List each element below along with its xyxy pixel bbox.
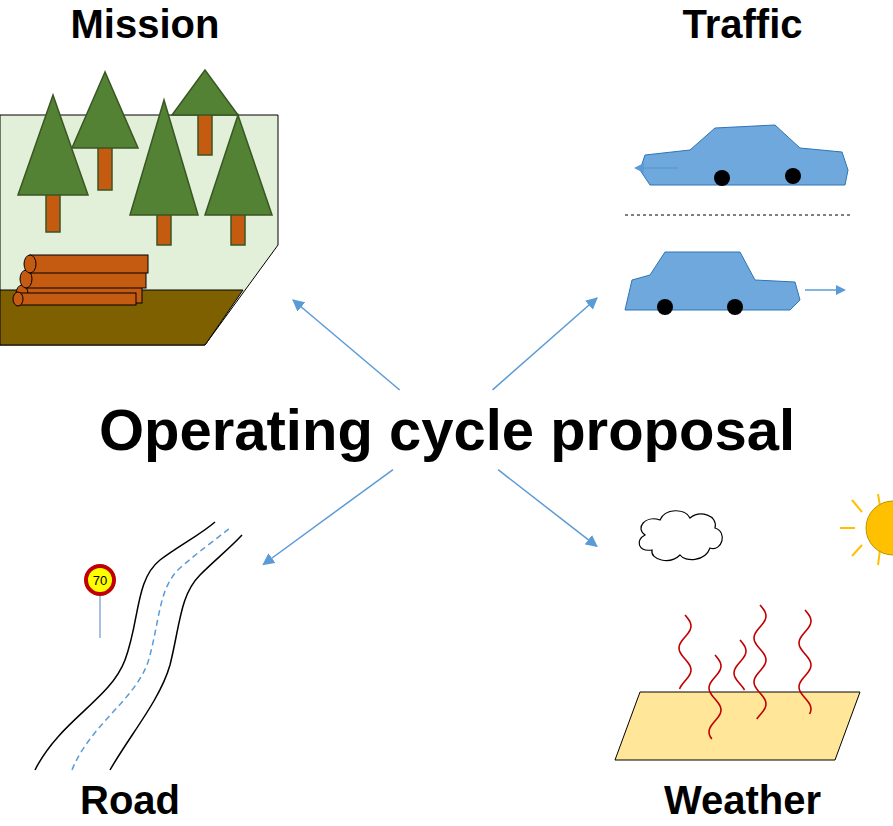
connector-arrow <box>498 470 597 547</box>
panel-heading: Weather <box>664 776 821 824</box>
forest-illustration <box>0 70 278 345</box>
traffic-illustration <box>625 125 852 315</box>
heat-wave <box>799 610 811 714</box>
heat-wave <box>734 640 746 690</box>
road-illustration <box>35 522 242 770</box>
mission-panel: Mission <box>0 0 290 350</box>
heat-wave <box>709 655 721 739</box>
central-heading: Operating cycle proposal <box>99 395 795 465</box>
heat-wave <box>679 615 691 689</box>
panel-heading: Mission <box>71 0 220 48</box>
connector-arrow <box>293 300 400 390</box>
panel-heading: Road <box>80 776 180 824</box>
road-panel: Road <box>0 500 260 824</box>
connector-arrow <box>263 470 393 565</box>
speed-sign-number: 70 <box>93 574 107 587</box>
central-title: Operating cycle proposal <box>93 393 801 467</box>
weather-panel: Weather <box>600 495 885 824</box>
connector-arrow <box>493 298 597 390</box>
panel-heading: Traffic <box>682 0 802 48</box>
traffic-panel: Traffic <box>600 0 885 340</box>
heat-wave <box>754 605 766 719</box>
weather-illustration <box>615 494 893 760</box>
